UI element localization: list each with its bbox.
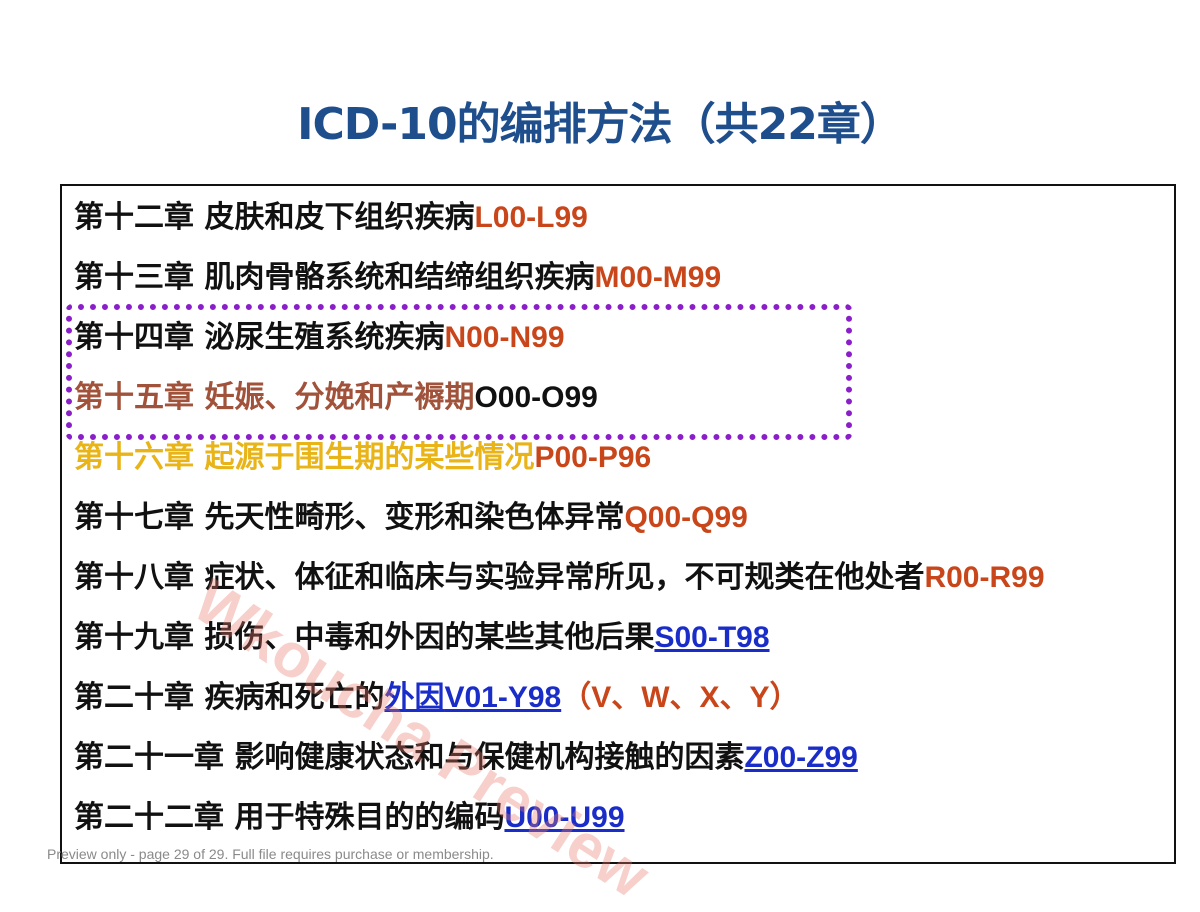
chapter-row-19: 第十九章 损伤、中毒和外因的某些其他后果S00-T98 — [74, 618, 770, 658]
chapter-label: 第十九章 损伤、中毒和外因的某些其他后果 — [74, 620, 655, 655]
chapter-code-link[interactable]: V01-Y98 — [444, 681, 562, 714]
preview-footer-note: Preview only - page 29 of 29. Full file … — [47, 846, 494, 862]
chapter-row-15: 第十五章 妊娠、分娩和产褥期O00-O99 — [74, 378, 598, 418]
chapter-row-13: 第十三章 肌肉骨骼系统和结缔组织疾病M00-M99 — [74, 258, 721, 298]
chapter-row-18: 第十八章 症状、体征和临床与实验异常所见，不可规类在他处者R00-R99 — [74, 558, 1045, 598]
chapter-list-box: 第十二章 皮肤和皮下组织疾病L00-L99 第十三章 肌肉骨骼系统和结缔组织疾病… — [60, 184, 1176, 864]
chapter-label: 第十二章 皮肤和皮下组织疾病 — [74, 200, 475, 235]
chapter-label: 第十六章 起源于围生期的某些情况 — [74, 440, 535, 475]
chapter-label: 第十四章 泌尿生殖系统疾病 — [74, 320, 445, 355]
chapter-label: 第十八章 症状、体征和临床与实验异常所见，不可规类在他处者 — [74, 560, 925, 595]
external-cause-link[interactable]: 外因 — [384, 680, 445, 715]
slide-title: ICD-10的编排方法（共22章） — [297, 99, 904, 150]
chapter-code: L00-L99 — [474, 201, 588, 234]
chapter-code: N00-N99 — [444, 321, 565, 354]
chapter-row-17: 第十七章 先天性畸形、变形和染色体异常Q00-Q99 — [74, 498, 748, 538]
chapter-code: P00-P96 — [534, 441, 652, 474]
chapter-subgroups: （V、W、X、Y） — [561, 681, 800, 714]
chapter-row-12: 第十二章 皮肤和皮下组织疾病L00-L99 — [74, 198, 588, 238]
chapter-code-link[interactable]: U00-U99 — [504, 801, 625, 834]
chapter-row-16: 第十六章 起源于围生期的某些情况P00-P96 — [74, 438, 651, 478]
chapter-label: 第二十二章 用于特殊目的的编码 — [74, 800, 505, 835]
chapter-label: 第十三章 肌肉骨骼系统和结缔组织疾病 — [74, 260, 595, 295]
chapter-code-link[interactable]: Z00-Z99 — [744, 741, 858, 774]
chapter-code: O00-O99 — [474, 381, 598, 414]
chapter-code: Q00-Q99 — [624, 501, 748, 534]
chapter-label: 第二十一章 影响健康状态和与保健机构接触的因素 — [74, 740, 745, 775]
chapter-row-14: 第十四章 泌尿生殖系统疾病N00-N99 — [74, 318, 565, 358]
chapter-code: R00-R99 — [924, 561, 1045, 594]
chapter-code: M00-M99 — [594, 261, 722, 294]
chapter-row-21: 第二十一章 影响健康状态和与保健机构接触的因素Z00-Z99 — [74, 738, 858, 778]
chapter-label: 第二十章 疾病和死亡的 — [74, 680, 385, 715]
chapter-row-20: 第二十章 疾病和死亡的外因V01-Y98（V、W、X、Y） — [74, 678, 800, 718]
chapter-row-22: 第二十二章 用于特殊目的的编码U00-U99 — [74, 798, 625, 838]
chapter-label: 第十七章 先天性畸形、变形和染色体异常 — [74, 500, 625, 535]
chapter-code-link[interactable]: S00-T98 — [654, 621, 770, 654]
chapter-label: 第十五章 妊娠、分娩和产褥期 — [74, 380, 475, 415]
